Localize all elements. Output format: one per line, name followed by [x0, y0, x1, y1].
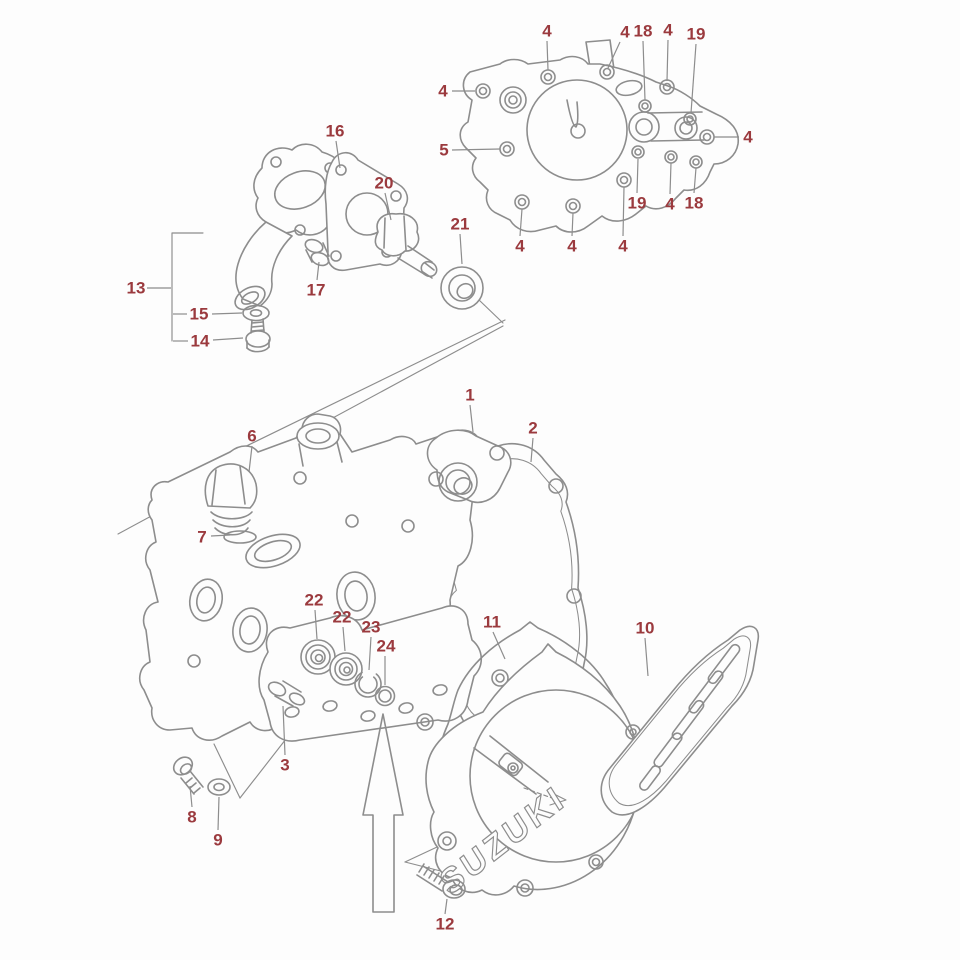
part-label-4-9: 4 — [567, 237, 577, 256]
callout-leader-4 — [622, 186, 625, 237]
part-label-4-1: 4 — [620, 23, 630, 42]
magneto-cover: SUZUKI — [425, 643, 643, 903]
callout-leader-16 — [335, 140, 341, 169]
cover-1 — [426, 429, 512, 504]
callout-leader-10 — [644, 637, 649, 677]
part-label-21-16: 21 — [451, 215, 470, 234]
part-label-18-2: 18 — [634, 22, 653, 41]
sprocket-cover-10 — [600, 625, 760, 816]
part-label-14-19: 14 — [191, 332, 210, 351]
part-label-5-6: 5 — [439, 141, 448, 160]
callout-leader-2 — [530, 437, 534, 463]
part-label-1-23: 1 — [465, 386, 474, 405]
callout-leader-15 — [211, 312, 243, 315]
callout-leader-4 — [607, 41, 621, 69]
callout-leader-17 — [316, 261, 320, 281]
callout-leader-19 — [636, 158, 639, 194]
sprocket-cover-slots — [638, 643, 741, 791]
dowel-3 — [267, 680, 306, 707]
part-label-11-32: 11 — [483, 613, 501, 632]
part-label-4-7: 4 — [743, 128, 753, 147]
part-label-9-31: 9 — [213, 831, 222, 850]
callout-leader-12 — [444, 898, 448, 915]
part-label-4-8: 4 — [515, 237, 525, 256]
part-label-12-34: 12 — [436, 915, 455, 934]
callout-leader-14 — [212, 337, 244, 341]
part-label-6-21: 6 — [247, 427, 256, 446]
highlight-arrow — [362, 713, 404, 913]
part-label-4-12: 4 — [665, 195, 675, 214]
part-label-4-3: 4 — [663, 21, 673, 40]
callout-leader-8 — [189, 785, 193, 808]
bracket-13 — [171, 232, 204, 342]
callout-leader-20 — [384, 192, 392, 221]
part-label-19-4: 19 — [687, 25, 706, 44]
callout-leader-21 — [459, 233, 463, 265]
part-label-3-29: 3 — [280, 756, 289, 775]
callout-leader-1 — [469, 404, 474, 433]
callout-leader-19 — [690, 43, 697, 114]
callout-leader-4 — [669, 162, 672, 195]
part-label-4-5: 4 — [438, 82, 448, 101]
part-label-19-11: 19 — [628, 194, 647, 213]
callout-leader-22 — [342, 626, 346, 652]
callout-leader-4 — [519, 208, 523, 237]
part-label-2-24: 2 — [528, 419, 537, 438]
bolt-14 — [245, 318, 271, 353]
boss — [499, 86, 527, 114]
part-label-8-30: 8 — [187, 808, 196, 827]
part-label-22-25: 22 — [305, 591, 324, 610]
washer-15 — [242, 304, 270, 322]
bolt-8 — [172, 756, 204, 795]
part-label-4-10: 4 — [618, 237, 628, 256]
washer-9 — [207, 778, 231, 796]
part-label-20-15: 20 — [375, 174, 394, 193]
callout-leader-11 — [492, 631, 506, 660]
part-label-10-33: 10 — [636, 619, 655, 638]
part-label-13-17: 13 — [127, 279, 146, 298]
part-label-4-0: 4 — [542, 22, 552, 41]
callout-leader-9 — [217, 796, 220, 831]
part-label-17-20: 17 — [307, 281, 326, 300]
part-label-18-13: 18 — [685, 194, 704, 213]
callout-leader-3 — [282, 705, 286, 756]
callout-leader-5 — [451, 148, 501, 151]
right-crankcase-cover — [459, 39, 740, 233]
callout-leader-4 — [666, 39, 669, 82]
callout-leader-7 — [210, 534, 231, 537]
callout-leader-6 — [248, 445, 253, 473]
oval-opening — [615, 79, 643, 97]
clutch-circle — [526, 79, 628, 181]
bearing-22b — [329, 652, 363, 686]
oil-cap-6 — [204, 463, 258, 536]
callout-leader-18 — [642, 40, 646, 101]
part-label-23-27: 23 — [362, 618, 381, 637]
callout-leader-22 — [314, 609, 318, 640]
part-label-15-18: 15 — [190, 305, 209, 324]
part-label-24-28: 24 — [377, 637, 396, 656]
callout-leader-18 — [693, 167, 697, 194]
oring-24 — [374, 685, 396, 707]
shaft-20 — [374, 212, 438, 279]
part-label-7-22: 7 — [197, 528, 206, 547]
snap-ring-23 — [354, 670, 382, 698]
part-label-22-26: 22 — [333, 608, 352, 627]
part-label-16-14: 16 — [326, 122, 345, 141]
bolt-12 — [416, 863, 466, 899]
callout-leader-4 — [571, 212, 574, 237]
bearing-21 — [440, 266, 484, 310]
oring-7 — [223, 530, 257, 544]
callout-leader-23 — [368, 636, 372, 671]
pointer-mark — [566, 99, 579, 128]
callout-leader-4 — [546, 40, 549, 71]
dowel-17 — [304, 238, 330, 267]
